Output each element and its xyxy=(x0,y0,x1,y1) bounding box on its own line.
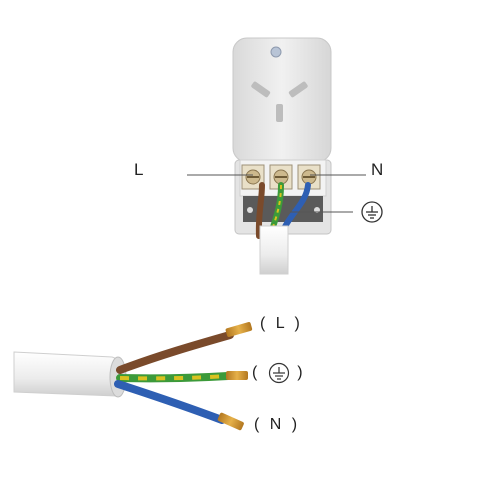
cable-neutral-label: ( N ) xyxy=(254,416,301,433)
terminal-screws xyxy=(241,164,321,190)
socket-face xyxy=(251,81,308,122)
cable-diagram xyxy=(13,322,253,431)
socket-neutral-label: N xyxy=(371,160,384,179)
indicator-light xyxy=(270,46,282,58)
cable-live-wire xyxy=(116,331,234,374)
cable-neutral-wire xyxy=(114,380,226,424)
socket-cable xyxy=(259,225,289,275)
earth-label-close: ) xyxy=(297,364,306,382)
earth-label-open: ( xyxy=(252,364,261,382)
earth-ground-icon xyxy=(361,201,383,223)
neutral-copper-end xyxy=(217,412,244,431)
socket-body xyxy=(232,37,332,163)
socket-live-label: L xyxy=(134,160,144,179)
socket-adapter xyxy=(187,37,383,275)
cable-live-label: ( L ) xyxy=(260,315,303,332)
earth-copper-end xyxy=(226,371,248,380)
socket-live-wire xyxy=(255,182,265,239)
cable-sheath xyxy=(13,351,124,397)
live-copper-end xyxy=(225,322,253,337)
cable-earth-label: ( ) xyxy=(252,362,306,384)
earth-ground-icon xyxy=(268,362,289,384)
